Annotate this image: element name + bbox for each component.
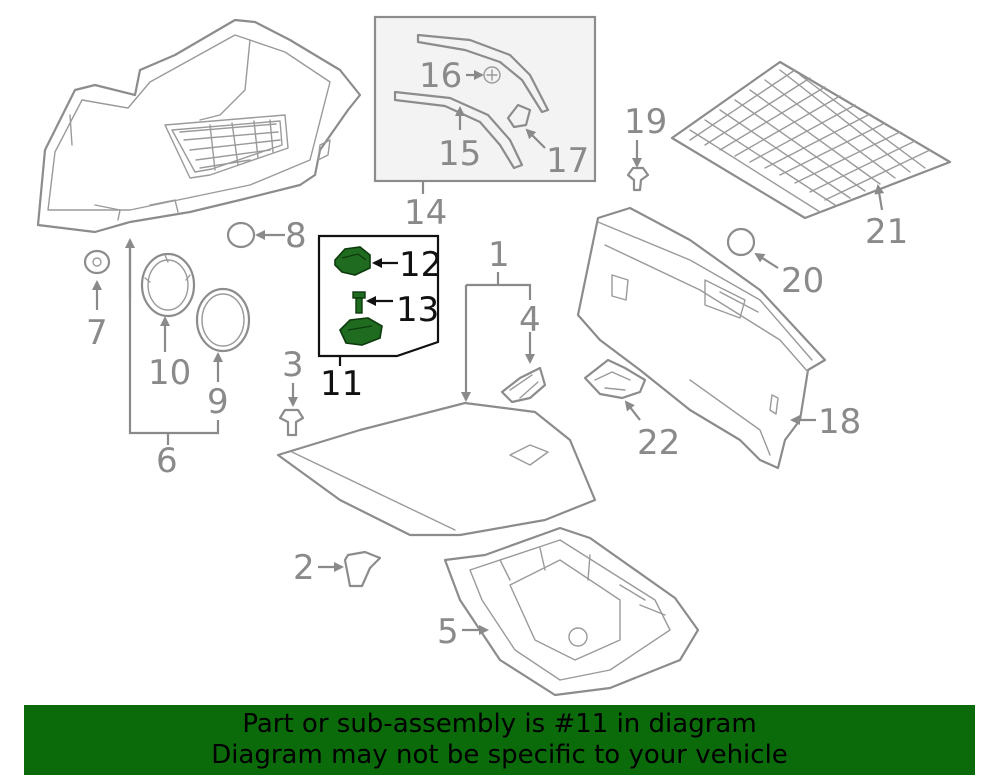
callout-1: 1	[488, 235, 510, 275]
retainer-12	[334, 246, 371, 276]
callout-5: 5	[437, 612, 459, 652]
callout-13: 13	[396, 290, 439, 330]
callout-11: 11	[320, 364, 363, 404]
floor-panel-1	[276, 401, 597, 537]
callout-7: 7	[86, 313, 108, 353]
callout-15: 15	[438, 134, 481, 174]
screw-13	[352, 291, 366, 314]
speaker-bracket-10	[140, 252, 196, 318]
callout-6: 6	[156, 441, 178, 481]
bracket-4	[500, 366, 547, 404]
seal-ring-9	[195, 287, 251, 353]
bracket-22	[583, 358, 647, 400]
callout-18: 18	[818, 402, 861, 442]
leader-lines	[92, 70, 885, 635]
callout-3: 3	[282, 345, 304, 385]
callout-8: 8	[285, 216, 307, 256]
info-banner: Part or sub-assembly is #11 in diagram D…	[24, 705, 975, 775]
callout-22: 22	[637, 423, 680, 463]
callout-2: 2	[293, 548, 315, 588]
cap-20	[726, 227, 756, 257]
storage-tub-5	[443, 526, 700, 697]
subassembly-box-11	[317, 234, 440, 358]
callout-19: 19	[624, 102, 667, 142]
clip-2	[343, 550, 382, 588]
callout-17: 17	[546, 141, 589, 181]
banner-line-1: Part or sub-assembly is #11 in diagram	[242, 709, 757, 739]
callout-9: 9	[207, 382, 229, 422]
clip-19	[626, 166, 650, 192]
callout-10: 10	[148, 353, 191, 393]
cap-8	[226, 221, 256, 249]
callout-4: 4	[519, 300, 541, 340]
side-trim-panel	[36, 18, 362, 234]
clip-3	[278, 408, 305, 437]
rear-trim-panel-18	[576, 206, 827, 470]
subassembly-box-14	[373, 15, 597, 183]
callout-16: 16	[419, 56, 462, 96]
washer-7	[83, 249, 111, 275]
cargo-net-21	[670, 60, 952, 220]
callout-12: 12	[399, 245, 442, 285]
callout-labels: 1 2 3 4 5 6 7 8 9 10 11 12 13 14 15 16 1…	[86, 56, 908, 652]
callout-14: 14	[404, 193, 447, 233]
callout-21: 21	[865, 212, 908, 252]
callout-20: 20	[781, 261, 824, 301]
retainer-base-11	[339, 317, 383, 346]
banner-line-2: Diagram may not be specific to your vehi…	[211, 740, 788, 770]
